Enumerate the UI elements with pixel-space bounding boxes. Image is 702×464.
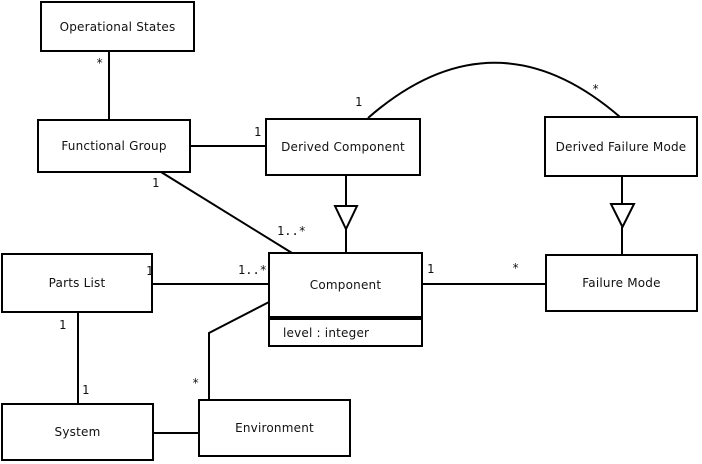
class-box-derived-component: Derived Component xyxy=(265,118,421,176)
multiplicity-component-partslist-end: 1..* xyxy=(238,263,267,277)
multiplicity-arc-derivedcomponent-end: 1 xyxy=(355,95,363,109)
class-name: Component xyxy=(309,278,382,292)
class-name: Derived Failure Mode xyxy=(555,139,687,154)
multiplicity-partslist-end: 1 xyxy=(146,264,154,278)
class-box-derived-failure-mode: Derived Failure Mode xyxy=(544,116,698,177)
class-box-functional-group: Functional Group xyxy=(37,119,191,173)
multiplicity-component-fm-end: 1 xyxy=(427,262,435,276)
class-title-compartment: Component xyxy=(270,254,421,318)
connector-environment-component xyxy=(208,301,270,402)
multiplicity-functionalgroup-end: 1 xyxy=(152,176,160,190)
class-box-environment: Environment xyxy=(198,399,351,457)
class-name: Functional Group xyxy=(61,139,167,153)
class-name: Operational States xyxy=(59,19,176,34)
generalization-triangle-icon xyxy=(609,203,636,230)
class-attribute: level : integer xyxy=(283,325,370,340)
multiplicity-arc-derivedfailuremode-end: * xyxy=(592,82,600,96)
multiplicity-opstates-end: * xyxy=(96,56,104,70)
connector-derivedcomponent-derivedfailuremode-arc xyxy=(367,61,621,119)
class-name: Parts List xyxy=(48,276,106,290)
multiplicity-component-fg-end: 1..* xyxy=(277,224,306,238)
generalization-triangle-icon xyxy=(333,205,359,232)
class-box-parts-list: Parts List xyxy=(1,253,153,313)
class-name: Derived Component xyxy=(281,140,405,154)
class-box-operational-states: Operational States xyxy=(40,1,195,52)
class-name: Failure Mode xyxy=(582,276,661,290)
class-box-system: System xyxy=(1,403,154,461)
class-name: System xyxy=(54,425,101,439)
multiplicity-failuremode-end: * xyxy=(512,261,520,275)
multiplicity-partslist-system-end: 1 xyxy=(59,318,67,332)
class-box-failure-mode: Failure Mode xyxy=(545,254,698,312)
class-attribute-compartment: level : integer xyxy=(270,318,421,345)
multiplicity-derivedcomponent-fg-end: 1 xyxy=(254,125,262,139)
multiplicity-environment-end: * xyxy=(192,376,200,390)
class-box-component: Component level : integer xyxy=(268,252,423,347)
class-name: Environment xyxy=(235,421,314,435)
connector-functionalgroup-component xyxy=(160,171,293,254)
multiplicity-system-end: 1 xyxy=(82,383,90,397)
